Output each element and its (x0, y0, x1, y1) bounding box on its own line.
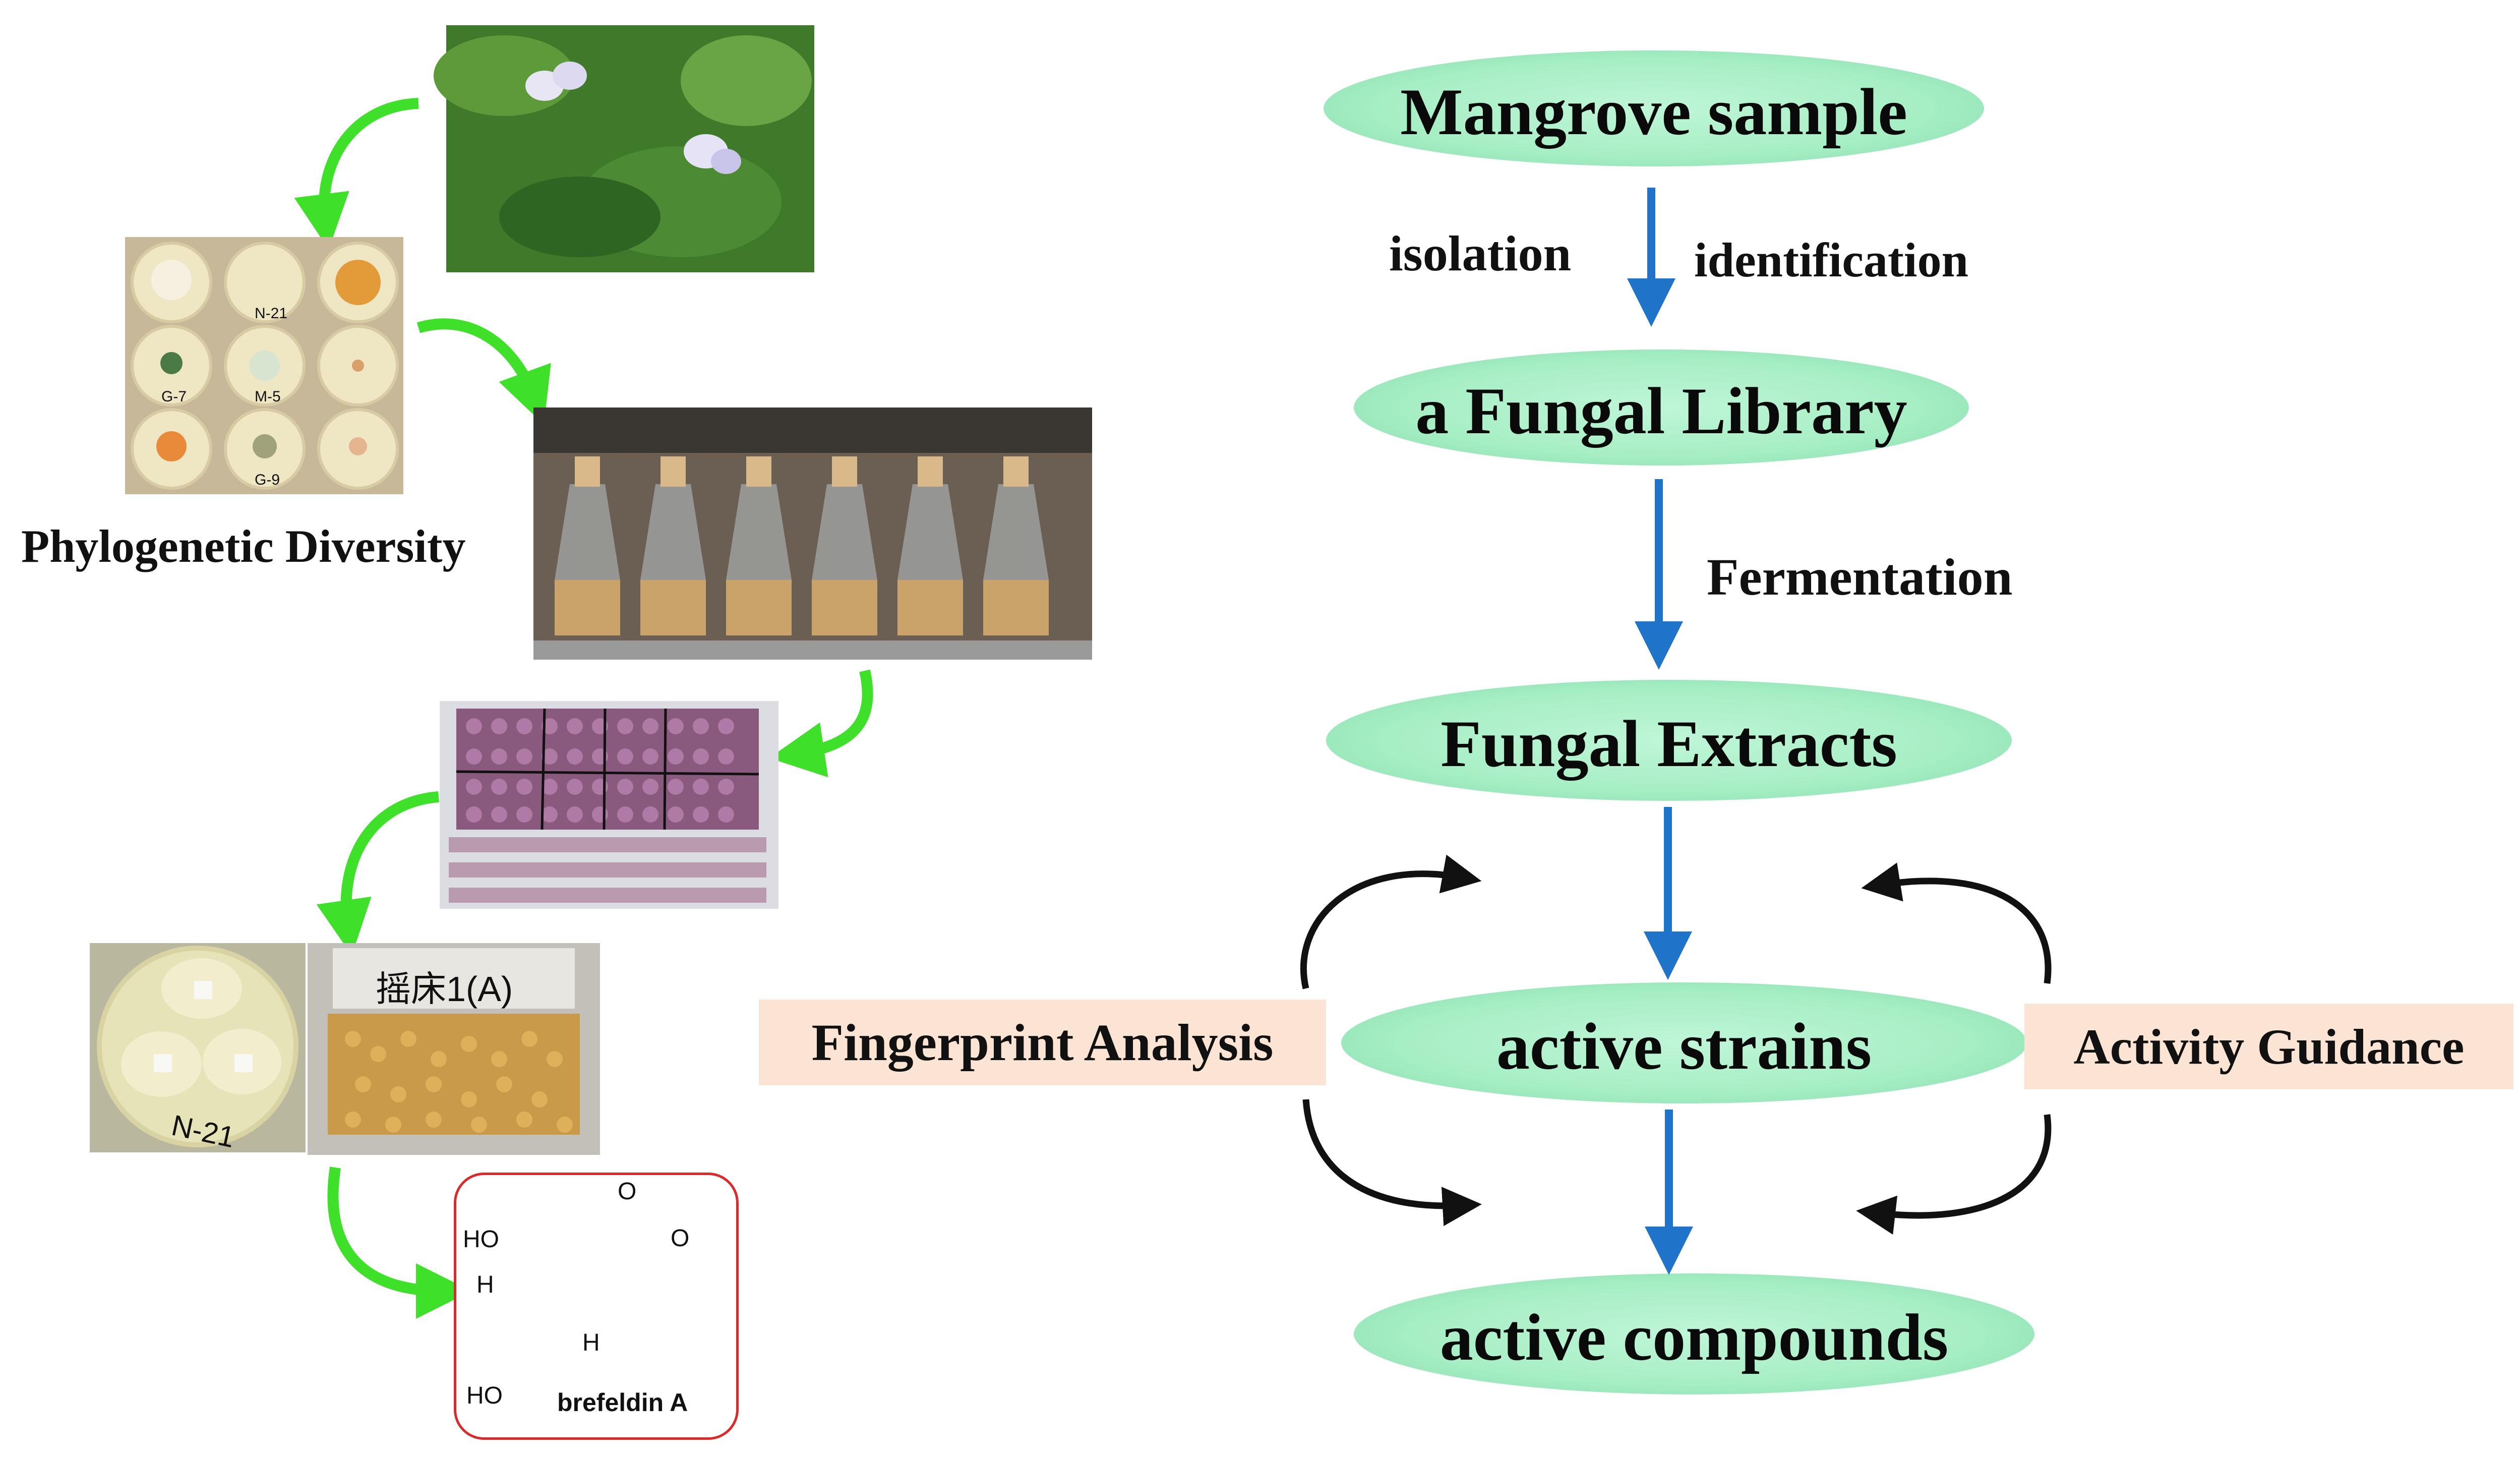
photo-petri-dish (90, 943, 306, 1152)
node-strains-label: active strains (1496, 1009, 1872, 1083)
structure-atom-h-left: H (476, 1271, 494, 1298)
loop-arrow-lower-left (1302, 1099, 1482, 1227)
loop-arrow-upper-left (1300, 854, 1482, 989)
green-arrow-4 (316, 791, 439, 956)
fingerprint-analysis-box: Fingerprint Analysis (759, 1000, 1326, 1085)
photo-mangrove-plant (434, 25, 814, 272)
node-extracts-ellipse (1326, 680, 2012, 801)
structure-atom-o-carbonyl: O (618, 1178, 637, 1205)
structure-atom-ho-bottom: HO (466, 1382, 503, 1409)
structure-atom-ho-top: HO (463, 1226, 499, 1253)
structure-atom-h-right: H (582, 1329, 600, 1356)
plate-label-g7: G-7 (161, 388, 187, 405)
flask-label: 摇床1(A) (376, 969, 513, 1009)
phylogenetic-diversity-label: Phylogenetic Diversity (21, 520, 466, 572)
step-label-isolation: isolation (1389, 225, 1572, 281)
node-library-label: a Fungal Library (1415, 374, 1907, 448)
node-mangrove-ellipse (1324, 50, 1984, 166)
structure-atom-o-ring: O (671, 1225, 690, 1252)
activity-guidance-box: Activity Guidance (2024, 1004, 2513, 1089)
node-compounds-label: active compounds (1439, 1300, 1949, 1374)
node-mangrove-label: Mangrove sample (1400, 75, 1907, 149)
structure-name: brefeldin A (557, 1388, 688, 1417)
photo-well-plates (440, 701, 778, 909)
node-compounds-ellipse (1354, 1273, 2034, 1394)
green-arrow-2 (416, 318, 551, 425)
green-arrow-1 (294, 98, 419, 250)
node-strains-ellipse (1341, 982, 2027, 1103)
plate-label-m5: M-5 (255, 388, 281, 405)
loop-arrow-upper-right (1861, 862, 2052, 984)
brefeldin-box (454, 1173, 739, 1440)
plate-label-g9: G-9 (255, 472, 280, 488)
node-extracts-label: Fungal Extracts (1441, 707, 1897, 781)
node-library-ellipse (1354, 349, 1969, 465)
photo-flasks (533, 407, 1092, 660)
loop-arrow-lower-right (1856, 1114, 2052, 1235)
step-label-fermentation: Fermentation (1707, 548, 2013, 606)
photo-plate-grid (125, 237, 403, 494)
green-arrow-3 (769, 669, 873, 778)
step-label-identification: identification (1694, 233, 1968, 287)
plate-label-n21: N-21 (255, 305, 288, 322)
photo-fermentation-flask (308, 943, 600, 1155)
green-arrow-5 (327, 1167, 471, 1319)
